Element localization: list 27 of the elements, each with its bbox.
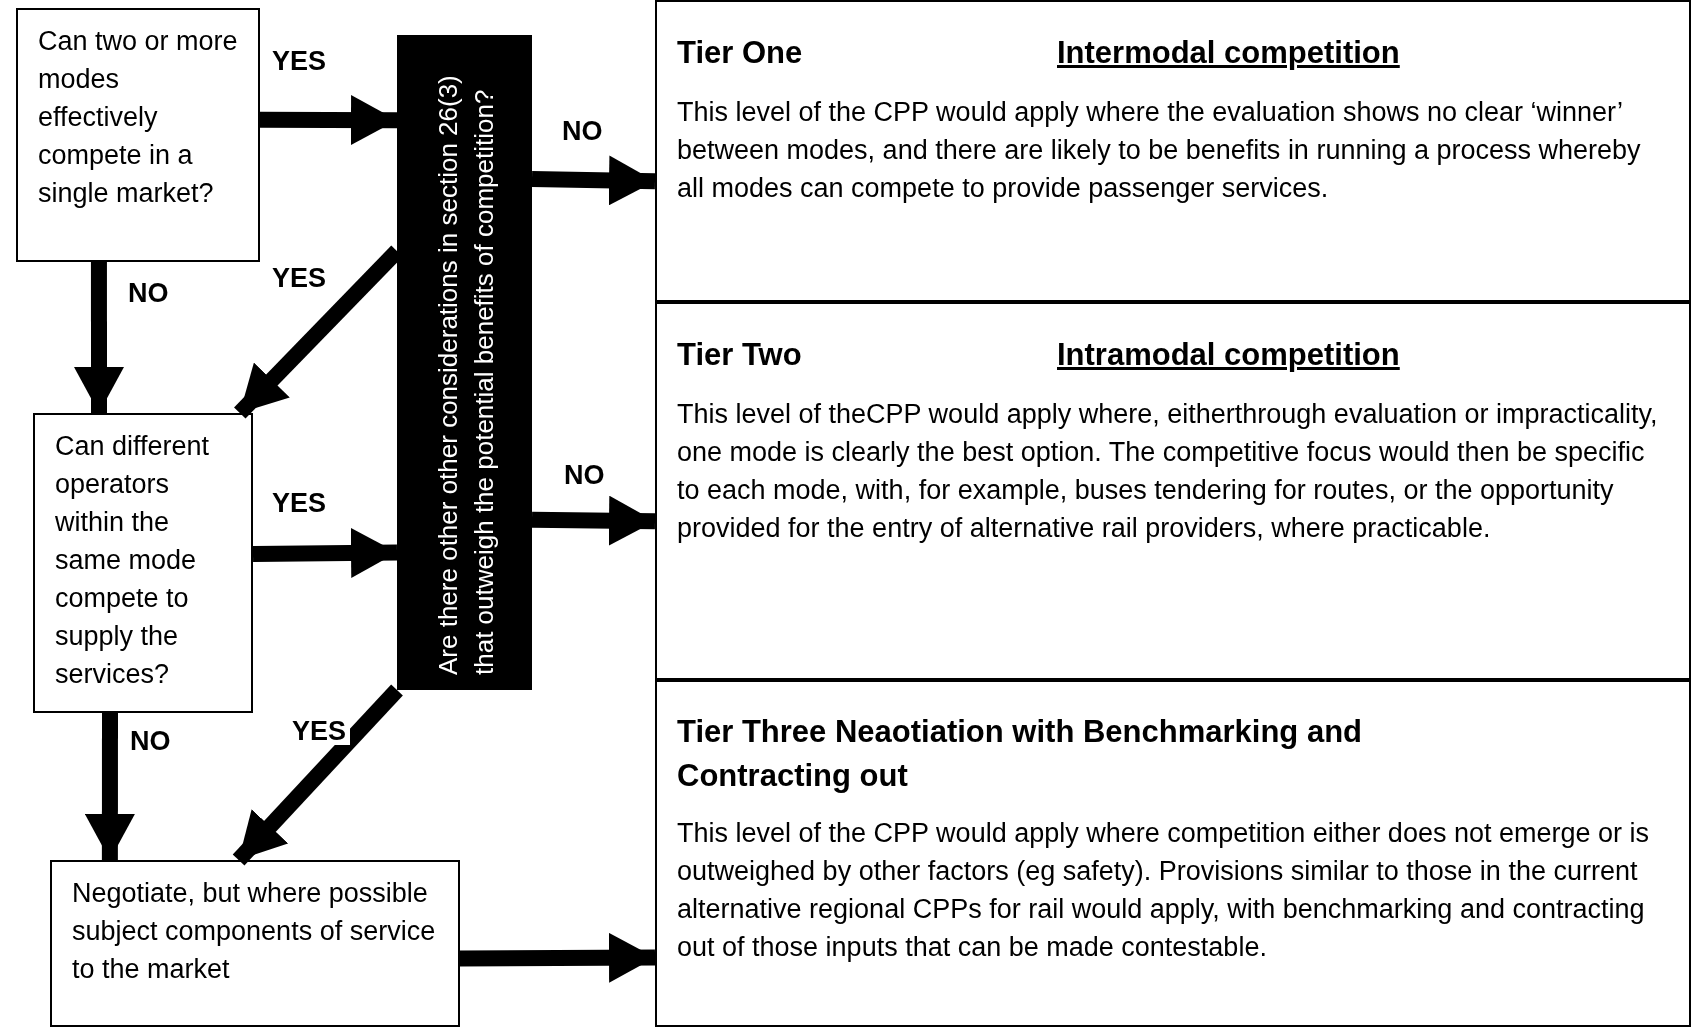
arrow (259, 95, 398, 145)
question-text: Negotiate, but where possible subject components of service to the market (72, 877, 437, 986)
tier-subheading: Intramodal competition (1057, 336, 1400, 374)
arrow (232, 684, 403, 866)
process-box (33, 413, 253, 713)
arrow (459, 932, 656, 983)
question-text: Can two or more modes effectively compete in a single market? (38, 25, 238, 210)
process-box (16, 8, 260, 262)
tier-panel (655, 680, 1691, 1027)
question-text: Can different operators within the same mode compete to supply the services? (55, 430, 211, 691)
tier-heading: Tier One (677, 34, 804, 72)
arrow (74, 262, 124, 413)
arrow (531, 495, 656, 546)
tier-subheading: Intermodal competition (1057, 34, 1400, 72)
decision-box (397, 35, 532, 690)
question-text: Are there other other considerations in section 26(3) that outweigh the potential benefits of competition? (430, 73, 499, 677)
process-box (50, 860, 460, 1027)
tier-panel (655, 0, 1691, 302)
arrow (84, 713, 135, 860)
tier-panel (655, 302, 1691, 680)
tier-description: This level of the CPP would apply where competition either does not emerge or is outweighed by other factors (eg safety). Provisions similar to those in the current alternative regional CPPs for rail would apply, with benchmarking and contracting out of those inputs that can be made contestable. (677, 817, 1650, 964)
tier-heading: Tier Three Neaotiation with Benchmarking and Contracting out (677, 713, 1363, 795)
arrow (252, 527, 398, 578)
tier-description: This level of the CPP would apply where the evaluation shows no clear ‘winner’ between modes, and there are likely to be benefits in running a process whereby all modes can compete to provide passenger services. (677, 95, 1642, 205)
arrow (531, 155, 656, 206)
tier-heading: Tier Two (677, 336, 803, 374)
tier-description: This level of theCPP would apply where, eitherthrough evaluation or impracticality, one mode is clearly the best option. The competitive focus would then be specific to each mode, with, for example, buses tendering for routes, or the opportunity provided for the entry of alternative rail providers, where practicable. (677, 397, 1659, 545)
